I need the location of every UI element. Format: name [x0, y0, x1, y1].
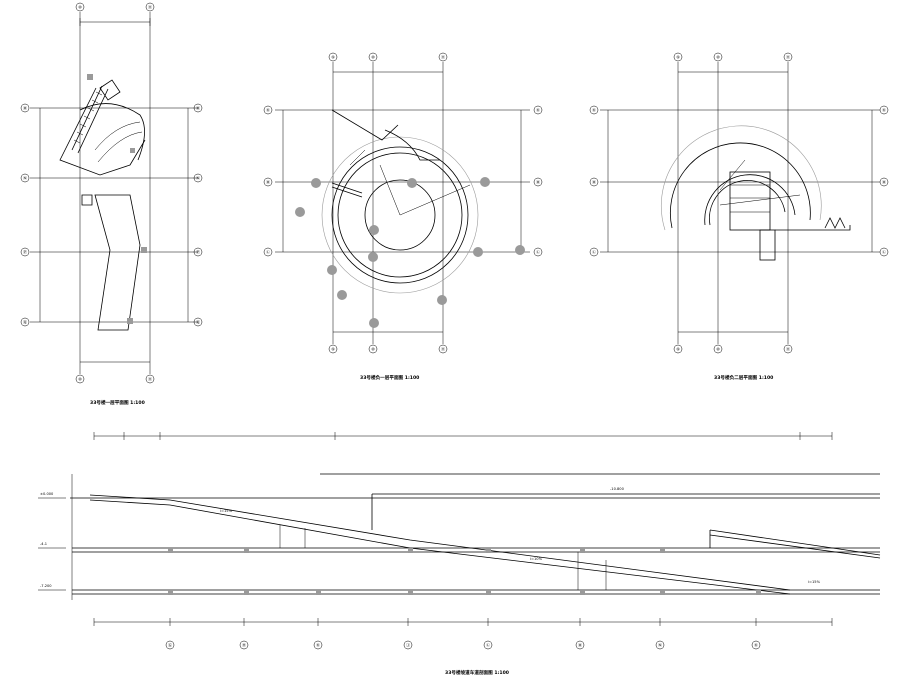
axis-bubble-label: ⑩ [371, 347, 375, 352]
axis-bubble-label: Ⓝ [196, 175, 200, 181]
axis-bubble-label: Ⓜ [882, 179, 886, 185]
mid-plan-axis-bubbles: ⑨ ⑩ ⑪ ⑨ ⑩ ⑪ Ⓚ Ⓜ Ⓛ Ⓚ Ⓜ Ⓛ [263, 52, 543, 354]
right-floor-plan: ⑨ ⑩ ⑪ ⑨ ⑩ ⑪ Ⓚ Ⓜ Ⓛ Ⓚ Ⓜ Ⓛ 33号楼负二层平面图 1:100 [589, 52, 889, 381]
axis-bubble-label: Ⓜ [536, 179, 540, 185]
axis-bubble-label: Ⓚ [754, 642, 758, 648]
axis-bubble-label: Ⓜ [578, 642, 582, 648]
axis-bubble-label: ⑨ [331, 55, 335, 60]
axis-bubble-label: Ⓚ [536, 107, 540, 113]
right-plan-axis-bubbles: ⑨ ⑩ ⑪ ⑨ ⑩ ⑪ Ⓚ Ⓜ Ⓛ Ⓚ Ⓜ Ⓛ [589, 52, 889, 354]
axis-bubble-label: Ⓟ [23, 249, 27, 255]
axis-bubble-label: Ⓖ [168, 642, 172, 648]
axis-bubble-label: Ⓚ [882, 107, 886, 113]
axis-bubble-label: ⑩ [78, 5, 82, 10]
axis-bubble-label: Ⓠ [23, 319, 27, 325]
axis-bubble-label: Ⓗ [242, 642, 246, 648]
mid-plan-title: 33号楼负一层平面图 1:100 [360, 374, 419, 381]
axis-bubble-label: ⑪ [441, 346, 445, 352]
axis-bubble-label: ⑨ [676, 55, 680, 60]
axis-bubble-label: Ⓛ [486, 642, 490, 648]
axis-bubble-label: Ⓟ [196, 249, 200, 255]
left-plan-axis-bubbles: ⑩ ⑪ ⑩ ⑪ Ⓜ Ⓝ Ⓟ Ⓠ Ⓜ Ⓝ Ⓟ Ⓠ [20, 2, 203, 384]
axis-bubble-label: ⑩ [371, 55, 375, 60]
right-plan-title: 33号楼负二层平面图 1:100 [714, 374, 773, 381]
slope-label: i=15% [220, 509, 233, 513]
axis-bubble-label: Ⓜ [266, 179, 270, 185]
level-label: -7.200 [40, 584, 52, 588]
left-floor-plan: ⑩ ⑪ ⑩ ⑪ Ⓜ Ⓝ Ⓟ Ⓠ Ⓜ Ⓝ Ⓟ Ⓠ 33号楼一层平面图 1:100 [20, 2, 203, 406]
axis-bubble-label: ⑩ [78, 377, 82, 382]
axis-bubble-label: Ⓝ [23, 175, 27, 181]
slope-label: i=15% [808, 580, 821, 584]
left-plan-title: 33号楼一层平面图 1:100 [90, 399, 145, 406]
axis-bubble-label: ⑪ [148, 4, 152, 10]
axis-bubble-label: Ⓚ [592, 107, 596, 113]
axis-bubble-label: ⑪ [148, 376, 152, 382]
slope-label: i=10% [530, 557, 543, 561]
level-label: ±0.000 [40, 492, 54, 496]
axis-bubble-label: ⑪ [441, 54, 445, 60]
axis-bubble-label: Ⓜ [196, 105, 200, 111]
stair-hatch [71, 85, 109, 154]
ramp-section: ±0.000 -4.1 -7.200 -10.800 i=15% i=10% i… [38, 432, 881, 676]
axis-bubble-label: Ⓜ [23, 105, 27, 111]
section-title: 33号楼坡道车道剖面图 1:100 [445, 669, 509, 676]
axis-bubble-label: Ⓜ [592, 179, 596, 185]
axis-bubble-label: Ⓙ [406, 642, 410, 648]
level-label: -10.800 [610, 487, 625, 491]
axis-bubble-label: Ⓠ [196, 319, 200, 325]
axis-bubble-label: ⑩ [716, 347, 720, 352]
axis-bubble-label: ⑪ [786, 54, 790, 60]
section-axis-bubbles: Ⓖ Ⓗ Ⓚ Ⓙ Ⓛ Ⓜ Ⓝ Ⓚ [165, 640, 761, 650]
axis-bubble-label: ⑪ [786, 346, 790, 352]
axis-bubble-label: ⑨ [331, 347, 335, 352]
axis-bubble-label: Ⓛ [882, 249, 886, 255]
axis-bubble-label: Ⓛ [536, 249, 540, 255]
axis-bubble-label: Ⓚ [316, 642, 320, 648]
axis-bubble-label: ⑨ [676, 347, 680, 352]
axis-bubble-label: ⑩ [716, 55, 720, 60]
axis-bubble-label: Ⓝ [658, 642, 662, 648]
level-label: -4.1 [40, 542, 47, 546]
middle-floor-plan: ⑨ ⑩ ⑪ ⑨ ⑩ ⑪ Ⓚ Ⓜ Ⓛ Ⓚ Ⓜ Ⓛ 33号楼负一层平面图 1:100 [263, 52, 543, 381]
axis-bubble-label: Ⓚ [266, 107, 270, 113]
axis-bubble-label: Ⓛ [266, 249, 270, 255]
axis-bubble-label: Ⓛ [592, 249, 596, 255]
